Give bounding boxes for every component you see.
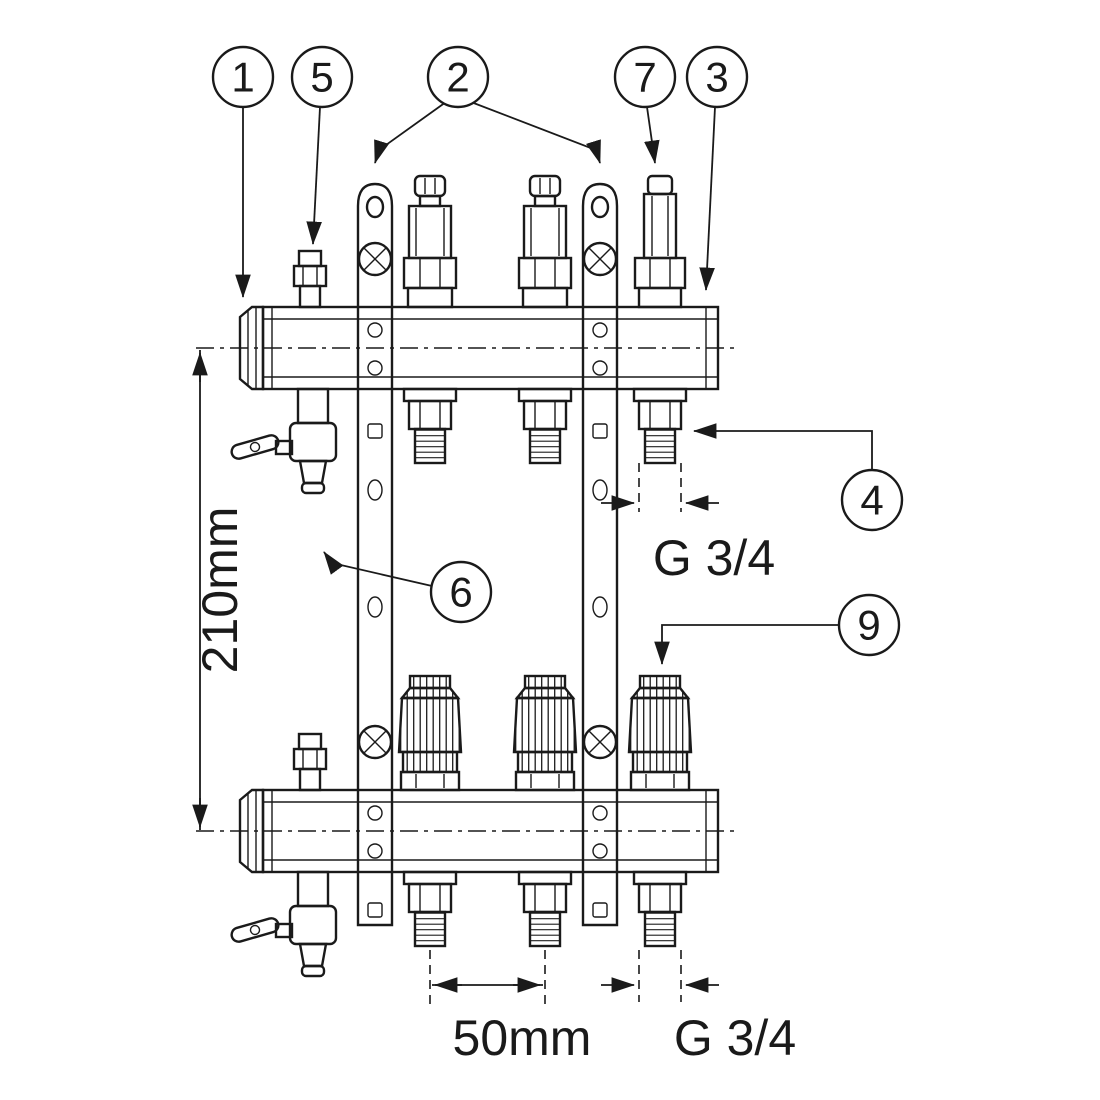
callout-6: 6 [429, 560, 493, 624]
drain-valve-top [228, 387, 338, 495]
leader-line-3 [699, 106, 716, 291]
mounting-bracket-right [581, 182, 619, 927]
callout-1-number: 1 [231, 54, 254, 101]
callout-5-number: 5 [310, 54, 333, 101]
thread-size-label-bottom: G 3/4 [674, 1010, 796, 1066]
callout-9-number: 9 [857, 602, 880, 649]
air-vent-bottom [292, 732, 328, 792]
leader-line-9 [654, 624, 840, 665]
callout-3: 3 [685, 45, 749, 109]
thermostatic-cap-1 [397, 674, 463, 792]
callout-2: 2 [426, 45, 490, 109]
thread-size-label-mid: G 3/4 [653, 530, 775, 586]
leader-line-2a [374, 101, 447, 164]
callout-1: 1 [211, 45, 275, 109]
air-vent-top [292, 249, 328, 309]
manifold-centerlines [196, 347, 740, 832]
callout-7-number: 7 [633, 54, 656, 101]
callout-9: 9 [837, 593, 901, 657]
callout-7: 7 [613, 45, 677, 109]
outlet-spacing-label: 50mm [453, 1010, 592, 1066]
callout-4: 4 [840, 468, 904, 532]
top-outlet-1 [402, 387, 458, 465]
dimension-50mm: 50mm [429, 950, 592, 1066]
thermostatic-cap-3 [627, 674, 693, 792]
callout-3-number: 3 [705, 54, 728, 101]
height-dimension-label: 210mm [192, 507, 248, 674]
callout-4-number: 4 [860, 477, 883, 524]
top-outlet-2 [517, 387, 573, 465]
dimension-210mm: 210mm [192, 350, 248, 830]
bottom-outlet-2 [517, 870, 573, 948]
thread-dimension-mid: G 3/4 [601, 463, 775, 586]
bottom-outlet-3 [632, 870, 688, 948]
leader-line-7 [644, 106, 660, 164]
leader-line-5 [306, 106, 322, 245]
leader-line-6 [323, 551, 433, 587]
thread-dimension-bottom: G 3/4 [601, 950, 796, 1066]
bottom-outlet-1 [402, 870, 458, 948]
top-valve-1 [402, 174, 458, 309]
callout-2-number: 2 [446, 54, 469, 101]
leader-lines [235, 101, 873, 665]
top-outlet-3 [632, 387, 688, 465]
leader-line-2b [470, 101, 601, 164]
callout-5: 5 [290, 45, 354, 109]
leader-line-4 [693, 423, 873, 469]
drain-valve-bottom [228, 870, 338, 978]
thermostatic-cap-2 [512, 674, 578, 792]
mounting-bracket-left [356, 182, 394, 927]
top-valve-2 [517, 174, 573, 309]
flow-meter-valve [633, 174, 687, 309]
callout-6-number: 6 [449, 569, 472, 616]
